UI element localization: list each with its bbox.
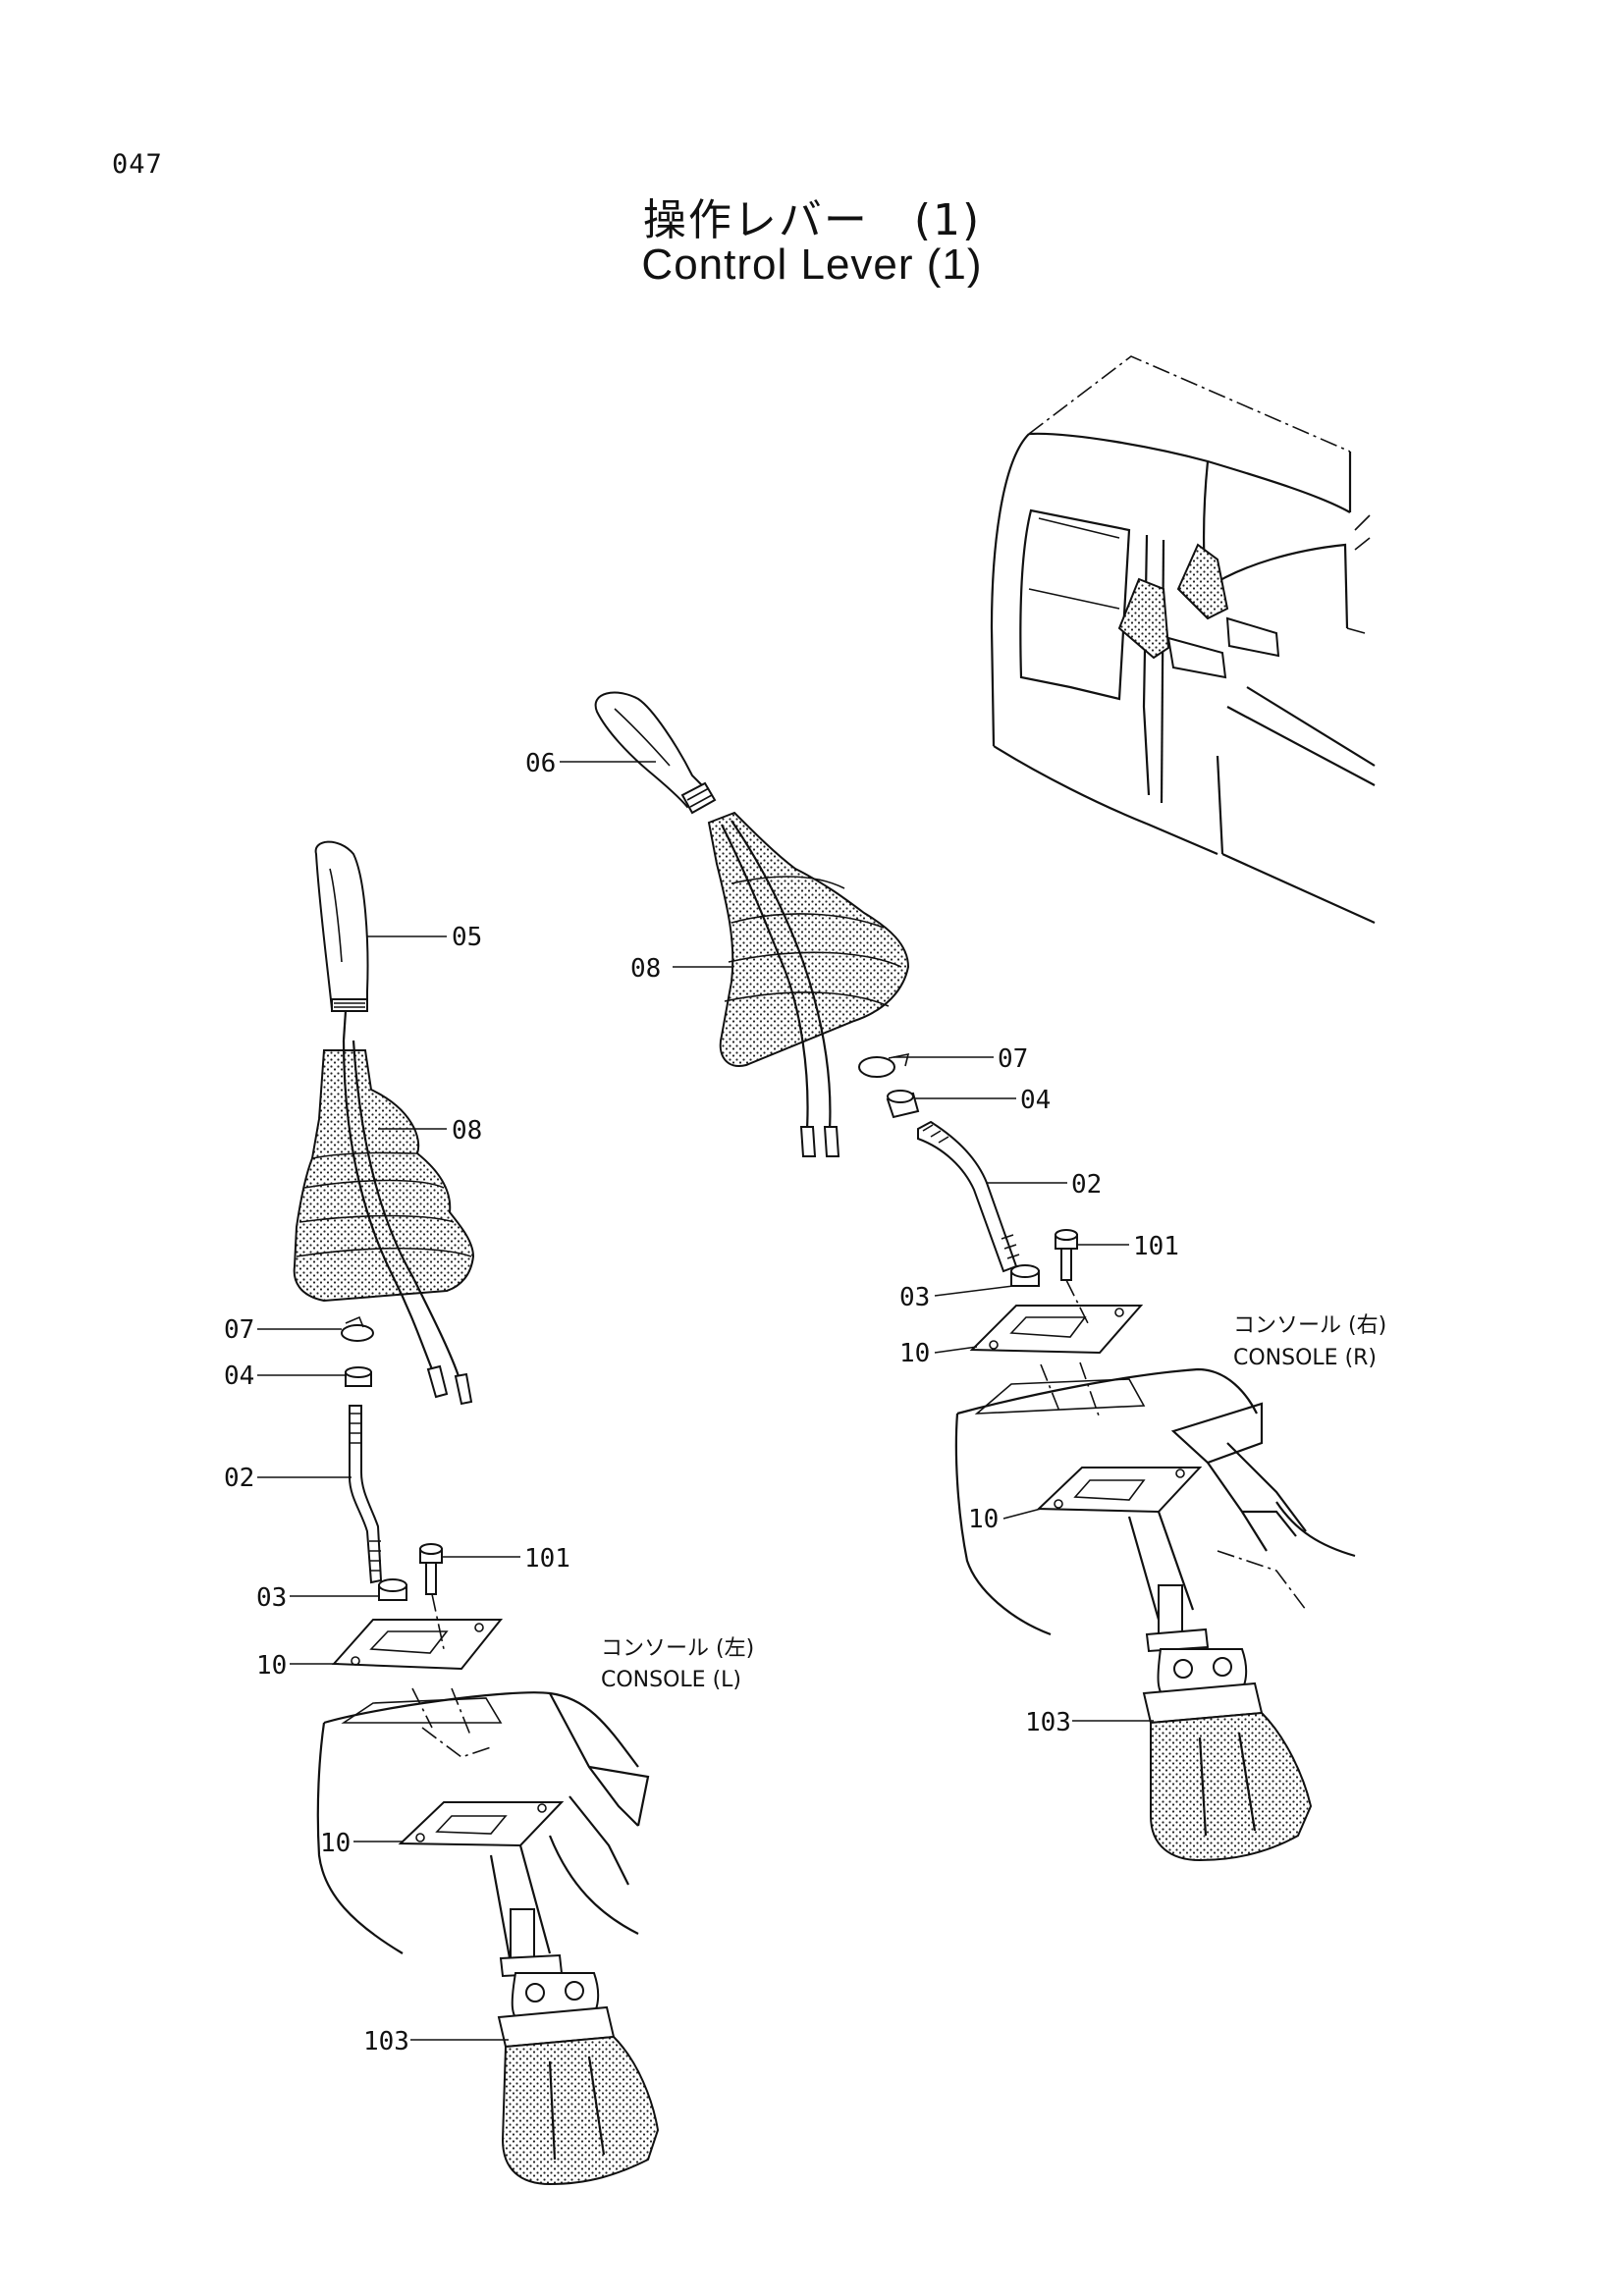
- page-title-english: Control Lever (1): [641, 240, 983, 289]
- label-left-rod: 02: [224, 1464, 254, 1493]
- label-right-clamp: 07: [998, 1044, 1028, 1074]
- left-plate-upper: [331, 1619, 504, 1671]
- leader-lines: [257, 761, 1154, 2041]
- label-left-bolt: 101: [524, 1544, 570, 1574]
- page-title-japanese: 操作レバー (1): [642, 195, 982, 245]
- left-pilot-valve-body: [501, 2035, 660, 2186]
- part-labels: 05 08 07 04 02 101 03 10 10 103 06 08 07…: [224, 749, 1386, 2056]
- label-left-nut: 04: [224, 1362, 254, 1391]
- label-right-plate-lower: 10: [968, 1505, 999, 1534]
- label-left-plate-upper: 10: [256, 1651, 287, 1681]
- left-lever-grip: [314, 840, 369, 1011]
- right-pilot-valve-stem: [1158, 1584, 1183, 1640]
- label-left-plate-lower: 10: [320, 1829, 351, 1858]
- left-console-outline: [316, 1722, 404, 1954]
- right-pilot-valve-body: [1150, 1711, 1313, 1862]
- right-plate-upper: [969, 1305, 1144, 1355]
- left-rod: [349, 1405, 383, 1584]
- label-right-rod: 02: [1071, 1170, 1102, 1200]
- label-left-washer: 03: [256, 1583, 287, 1613]
- label-right-bolt: 101: [1133, 1232, 1179, 1261]
- label-right-lever: 06: [525, 749, 556, 778]
- label-left-valve: 103: [363, 2027, 409, 2056]
- left-plate-lower: [398, 1801, 565, 1847]
- left-pilot-valve-stem: [510, 1908, 535, 1964]
- label-right-valve: 103: [1025, 1708, 1071, 1737]
- right-console-outline: [954, 1413, 1052, 1636]
- label-right-washer: 03: [899, 1283, 930, 1312]
- right-lever-grip: [594, 691, 709, 809]
- right-rubber-boot: [707, 811, 910, 1067]
- right-rod: [917, 1120, 1018, 1273]
- label-right-boot: 08: [630, 954, 661, 984]
- left-console-label-english: CONSOLE (L): [601, 1668, 741, 1692]
- label-right-nut: 04: [1020, 1086, 1051, 1115]
- right-console-label-japanese: コンソール (右): [1233, 1313, 1386, 1338]
- left-rubber-boot: [293, 1049, 475, 1303]
- label-left-lever: 05: [452, 923, 482, 952]
- right-plate-lower: [1036, 1467, 1203, 1514]
- cab-illustration: [990, 355, 1376, 925]
- right-clamp: [858, 1056, 895, 1078]
- right-console-label-english: CONSOLE (R): [1233, 1346, 1377, 1370]
- page-number: 047: [112, 149, 163, 180]
- left-console-label-japanese: コンソール (左): [601, 1636, 754, 1661]
- left-lever-assembly: [293, 840, 660, 2186]
- right-lever-assembly: [594, 691, 1356, 1862]
- label-left-clamp: 07: [224, 1315, 254, 1345]
- left-clamp: [341, 1324, 374, 1342]
- label-right-plate-upper: 10: [899, 1339, 930, 1368]
- label-left-boot: 08: [452, 1116, 482, 1146]
